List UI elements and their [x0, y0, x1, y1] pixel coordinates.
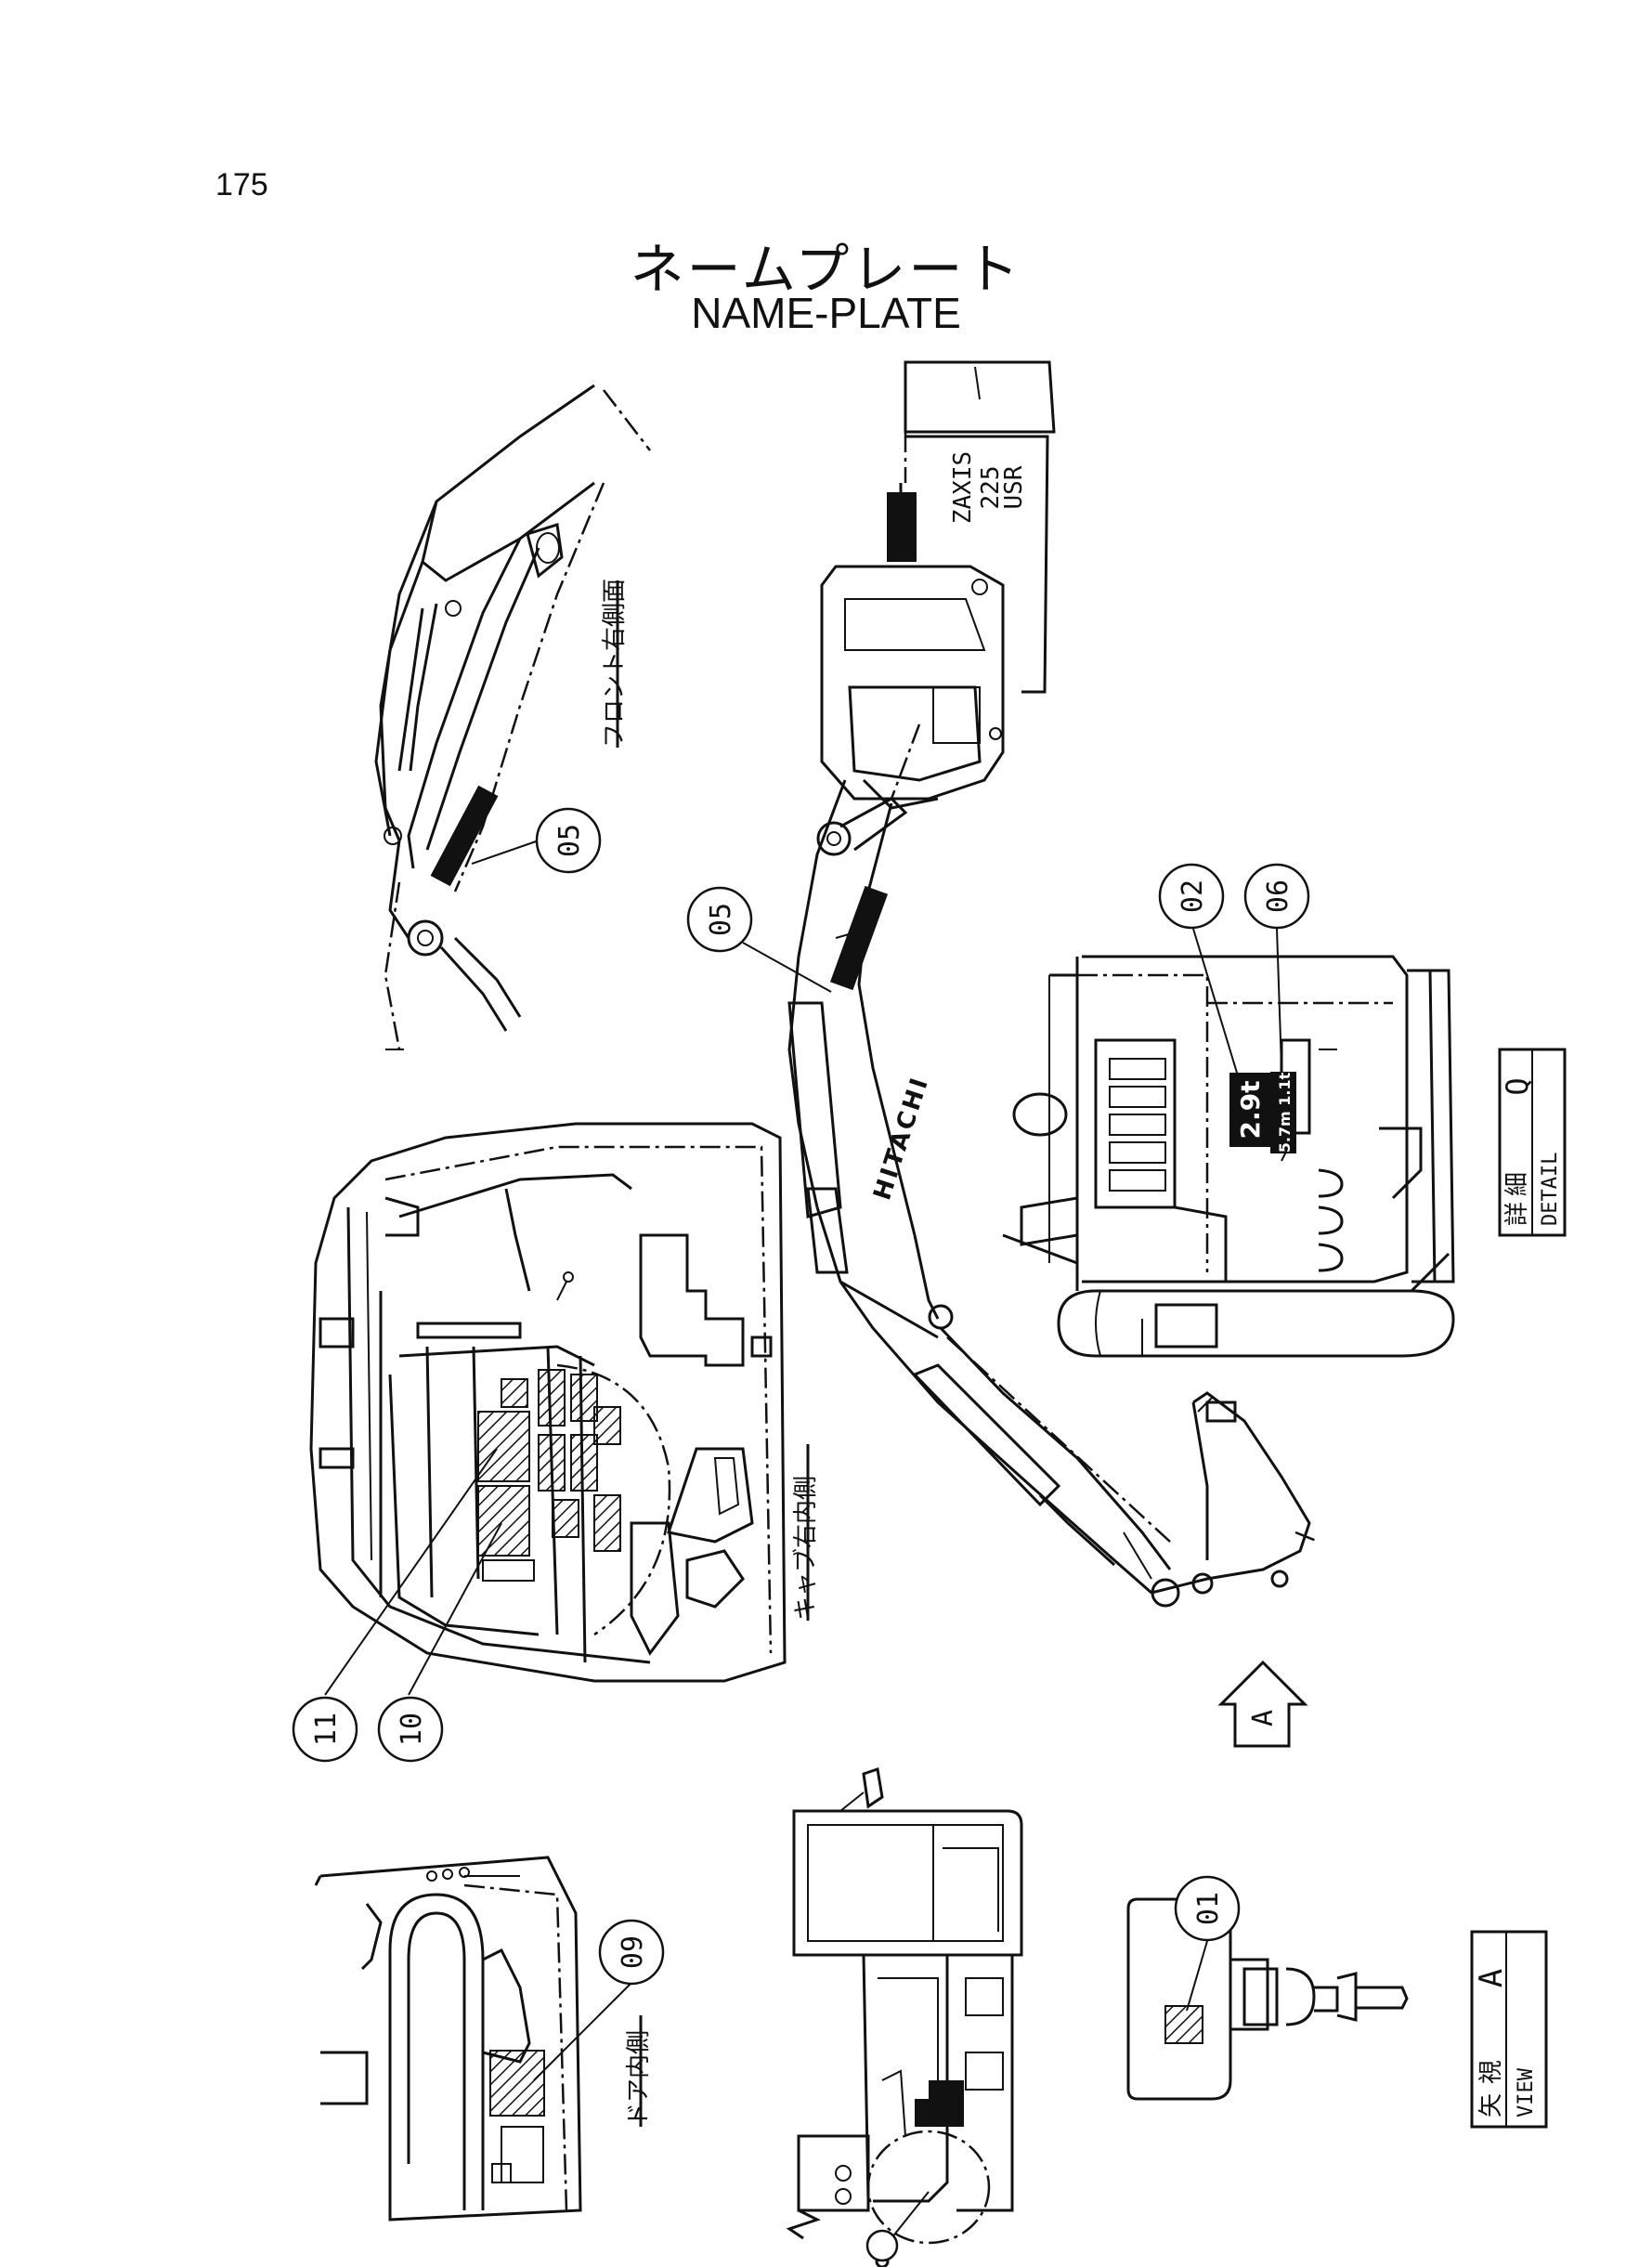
svg-text:11: 11 — [310, 1713, 343, 1746]
detail-q-marker-icon — [865, 2229, 899, 2262]
callout-01: 01 — [1174, 1875, 1241, 1942]
view-label-id: A — [1473, 1969, 1510, 1987]
svg-text:A: A — [1247, 1710, 1280, 1726]
svg-text:10: 10 — [396, 1713, 428, 1746]
machine-front-view — [786, 1767, 1023, 2267]
callout-06: 06 — [1243, 863, 1310, 930]
title-japanese: ネームプレート — [630, 238, 1022, 301]
callout-10: 10 — [377, 1696, 444, 1763]
detail-q-view: 2.9t 5.7m 1.1t 詳細 DETAIL Q — [1002, 928, 1567, 1358]
front-right-side-label: フロント右側面 — [601, 579, 629, 748]
door-inside-view — [314, 1856, 643, 2221]
svg-text:09: 09 — [617, 1935, 649, 1969]
title-english: NAME-PLATE — [691, 289, 961, 337]
door-inside-label: ドア内側 — [625, 2030, 653, 2127]
machine-side-view: ZAXIS 225 USR HITACHI — [787, 360, 1320, 1748]
cab-right-inside-label: キャブ右内側 — [792, 1476, 820, 1621]
svg-text:5.7m 1.1t: 5.7m 1.1t — [1276, 1072, 1294, 1153]
view-label-en: VIEW — [1515, 2067, 1538, 2117]
detail-label-jp: 詳細 — [1503, 1166, 1531, 1226]
callout-02: 02 — [1158, 863, 1225, 930]
svg-text:2.9t: 2.9t — [1235, 1081, 1266, 1140]
callout-09: 09 — [598, 1919, 665, 1986]
callout-05-boom: 05 — [686, 886, 832, 993]
callout-11: 11 — [292, 1696, 358, 1763]
model-decal-line2: 225 — [977, 466, 1005, 510]
view-label-jp: 矢視 — [1477, 2051, 1505, 2117]
svg-text:05: 05 — [705, 903, 737, 936]
svg-text:01: 01 — [1192, 1892, 1225, 1925]
load-plate-decal: 5.7m 1.1t — [1270, 1072, 1296, 1153]
svg-text:05: 05 — [553, 824, 586, 857]
svg-text:02: 02 — [1177, 879, 1209, 913]
cab-right-inside-view — [309, 1122, 810, 1696]
page-number: 175 — [215, 167, 268, 202]
weight-plate-decal: 2.9t — [1229, 1073, 1270, 1147]
detail-label-en: DETAIL — [1539, 1153, 1562, 1226]
svg-text:06: 06 — [1262, 879, 1294, 913]
model-decal-line1: ZAXIS — [949, 451, 977, 524]
model-decal-line3: USR — [1000, 465, 1028, 509]
detail-q-label-box: 詳細 DETAIL Q — [1498, 1048, 1567, 1237]
detail-label-id: Q — [1500, 1077, 1535, 1095]
view-a-label-box: 矢視 VIEW A — [1470, 1930, 1548, 2129]
view-a-arrow-icon: A — [1217, 1660, 1308, 1748]
callout-05-front: 05 — [535, 807, 602, 874]
front-right-side-view — [374, 384, 651, 1050]
